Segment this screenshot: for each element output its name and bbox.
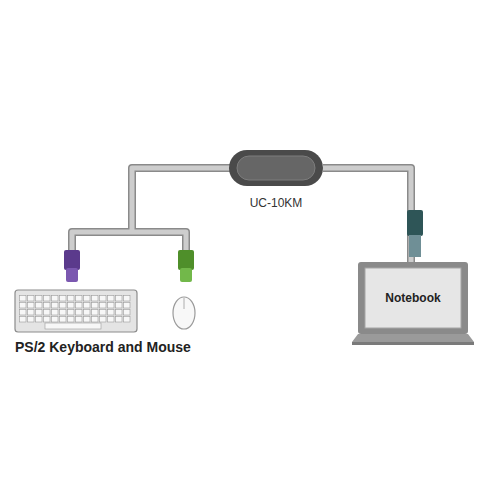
keyboard (15, 290, 137, 332)
laptop-base-edge (352, 342, 474, 345)
plug-body (407, 210, 423, 236)
plug-tip (66, 268, 78, 282)
device-name: Notebook (385, 291, 440, 305)
cable-outline (323, 168, 411, 262)
plug-body (64, 250, 80, 270)
laptop-base (352, 334, 474, 342)
screen-area: Notebook (365, 268, 461, 328)
mouse (173, 297, 195, 329)
space-bar (45, 323, 101, 329)
cable-core (323, 168, 411, 262)
plug-tip (409, 235, 421, 257)
cable-core (72, 168, 230, 256)
cable-outline (72, 168, 230, 256)
usb-cable (323, 168, 411, 262)
ps2-keyboard-plug (64, 250, 80, 282)
device-label: PS/2 Keyboard and Mouse (15, 339, 191, 355)
usb-adapter: UC-10KM (228, 149, 324, 210)
keyboard-body (15, 290, 137, 332)
plug-tip (180, 268, 192, 282)
keyboard-keys (19, 295, 131, 323)
adapter-body (229, 150, 323, 186)
mouse-body (173, 297, 195, 329)
model-name: UC-10KM (250, 196, 303, 210)
laptop-lid (358, 262, 468, 334)
usb-plug (407, 210, 423, 257)
adapter-inset (237, 156, 315, 180)
ps2-cable (72, 168, 230, 256)
adapter-outline (228, 149, 324, 187)
laptop-screen (365, 268, 461, 328)
plug-body (178, 250, 194, 270)
ps2-mouse-plug (178, 250, 194, 282)
notebook-computer: Notebook (352, 262, 474, 346)
mouse-button-split (184, 298, 185, 309)
